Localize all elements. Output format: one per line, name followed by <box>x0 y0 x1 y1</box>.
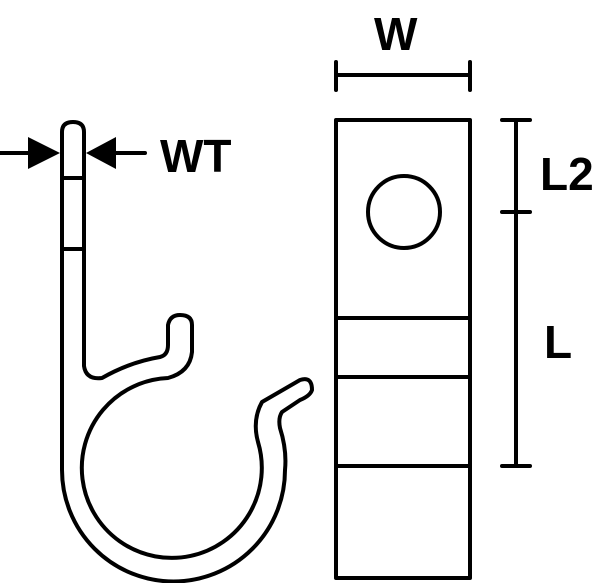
wt-arrow-left-icon <box>28 137 60 169</box>
wt-arrow-right-icon <box>86 137 116 169</box>
clip-front-view <box>334 118 472 580</box>
w-label: W <box>374 8 418 60</box>
wt-label: WT <box>160 130 232 182</box>
width-dimension <box>334 60 472 92</box>
length-dimension <box>500 118 532 468</box>
clip-side-view <box>60 120 314 583</box>
l-label: L <box>544 316 572 368</box>
l2-label: L2 <box>540 148 594 200</box>
mounting-hole <box>366 174 442 250</box>
